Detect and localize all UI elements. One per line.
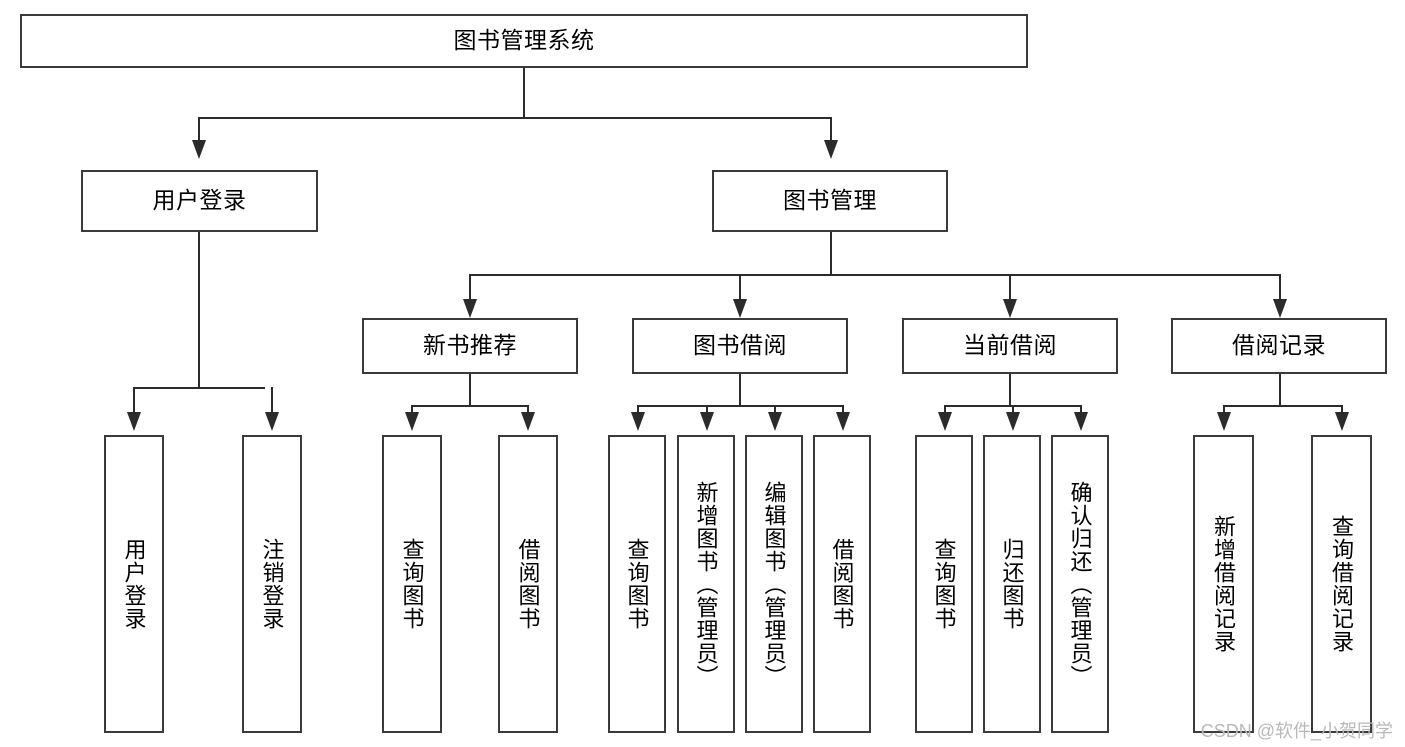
arrowhead-query-record (1335, 412, 1349, 431)
arrowhead-query-book-3 (938, 412, 952, 431)
connector-drop-query-book-2 (637, 405, 639, 413)
leaf-add-record[interactable]: 新增借阅记录 (1193, 435, 1254, 733)
arrowhead-add-book (700, 412, 714, 431)
node-label: 查询借阅记录 (1329, 515, 1355, 653)
connector-drop-query-record (1341, 405, 1343, 413)
arrowhead-borrow-book-2 (836, 412, 850, 431)
connector-drop-edit-book (774, 405, 776, 413)
node-label: 图书管理系统 (453, 27, 595, 54)
arrowhead-leaf-user-login (127, 412, 141, 431)
connector-drop-add-record (1223, 405, 1225, 413)
node-label: 新增图书（管理员） (693, 480, 719, 688)
node-new-book-recommend[interactable]: 新书推荐 (362, 318, 578, 374)
connector-new-book-stem (469, 374, 471, 406)
node-label: 新增借阅记录 (1211, 515, 1237, 653)
arrowhead-new-book (463, 299, 477, 318)
node-label: 借阅图书 (515, 538, 541, 630)
node-label: 注销登录 (259, 538, 285, 630)
connector-drop-borrow-book-1 (527, 405, 529, 413)
connector-current-borrow-stem (1009, 374, 1011, 406)
node-label: 确认归还（管理员） (1067, 480, 1093, 688)
arrowhead-book-manage (824, 140, 838, 159)
leaf-query-record[interactable]: 查询借阅记录 (1311, 435, 1372, 733)
node-root-book-management-system[interactable]: 图书管理系统 (20, 14, 1028, 68)
arrowhead-user-login (192, 140, 206, 159)
node-label: 查询图书 (399, 538, 425, 630)
leaf-logout[interactable]: 注销登录 (242, 435, 302, 733)
arrowhead-query-book-1 (405, 412, 419, 431)
node-label: 用户登录 (121, 538, 147, 630)
leaf-query-book-1[interactable]: 查询图书 (382, 435, 442, 733)
node-label: 借阅图书 (829, 538, 855, 630)
node-label: 图书管理 (783, 187, 877, 214)
connector-drop-current-borrow (1009, 274, 1011, 300)
arrowhead-borrow-book-1 (521, 412, 535, 431)
arrowhead-book-borrow (733, 299, 747, 318)
connector-user-login-stem (198, 232, 200, 388)
connector-drop-query-book-3 (944, 405, 946, 413)
connector-user-login-bus (133, 387, 265, 389)
leaf-edit-book[interactable]: 编辑图书（管理员） (745, 435, 803, 733)
node-label: 查询图书 (931, 538, 957, 630)
node-current-borrow[interactable]: 当前借阅 (902, 318, 1118, 374)
node-label: 用户登录 (152, 187, 247, 214)
arrowhead-borrow-record (1273, 299, 1287, 318)
connector-drop-add-book (706, 405, 708, 413)
connector-book-borrow-stem (739, 374, 741, 406)
connector-drop-borrow-record (1279, 274, 1281, 300)
arrowhead-return-book (1006, 412, 1020, 431)
connector-drop-query-book-1 (411, 405, 413, 413)
connector-root-stem (523, 68, 525, 118)
node-book-borrow[interactable]: 图书借阅 (632, 318, 848, 374)
connector-drop-borrow-book-2 (842, 405, 844, 413)
node-label: 新书推荐 (423, 332, 517, 359)
connector-drop-book-manage (830, 117, 832, 142)
leaf-confirm-return[interactable]: 确认归还（管理员） (1051, 435, 1109, 733)
node-book-management[interactable]: 图书管理 (712, 170, 948, 232)
arrowhead-add-record (1217, 412, 1231, 431)
connector-level3-bus (469, 274, 1279, 276)
node-label: 当前借阅 (963, 332, 1057, 359)
leaf-return-book[interactable]: 归还图书 (983, 435, 1041, 733)
connector-drop-user-login (198, 117, 200, 142)
arrowhead-query-book-2 (631, 412, 645, 431)
connector-borrow-record-bus (1223, 405, 1342, 407)
connector-drop-confirm-return (1080, 405, 1082, 413)
connector-drop-new-book (469, 274, 471, 300)
arrowhead-current-borrow (1003, 299, 1017, 318)
node-borrow-record[interactable]: 借阅记录 (1171, 318, 1387, 374)
leaf-query-book-3[interactable]: 查询图书 (915, 435, 973, 733)
arrowhead-leaf-logout (265, 412, 279, 431)
node-label: 借阅记录 (1232, 332, 1326, 359)
leaf-query-book-2[interactable]: 查询图书 (608, 435, 666, 733)
node-user-login[interactable]: 用户登录 (81, 170, 318, 232)
connector-level2-bus (198, 117, 832, 119)
connector-drop-book-borrow (739, 274, 741, 300)
connector-drop-leaf-logout (271, 387, 273, 413)
connector-borrow-record-stem (1279, 374, 1281, 406)
connector-book-manage-stem (830, 232, 832, 275)
connector-new-book-bus (411, 405, 528, 407)
node-label: 图书借阅 (693, 332, 787, 359)
arrowhead-confirm-return (1074, 412, 1088, 431)
leaf-borrow-book-1[interactable]: 借阅图书 (498, 435, 558, 733)
csdn-watermark: CSDN @软件_小贺同学 (1200, 721, 1393, 741)
connector-drop-leaf-user-login (133, 387, 135, 413)
leaf-user-login[interactable]: 用户登录 (104, 435, 164, 733)
arrowhead-edit-book (768, 412, 782, 431)
connector-drop-return-book (1012, 405, 1014, 413)
node-label: 查询图书 (624, 538, 650, 630)
node-label: 归还图书 (999, 538, 1025, 630)
connector-book-borrow-bus (637, 405, 842, 407)
leaf-add-book[interactable]: 新增图书（管理员） (677, 435, 735, 733)
node-label: 编辑图书（管理员） (761, 480, 787, 688)
leaf-borrow-book-2[interactable]: 借阅图书 (813, 435, 871, 733)
